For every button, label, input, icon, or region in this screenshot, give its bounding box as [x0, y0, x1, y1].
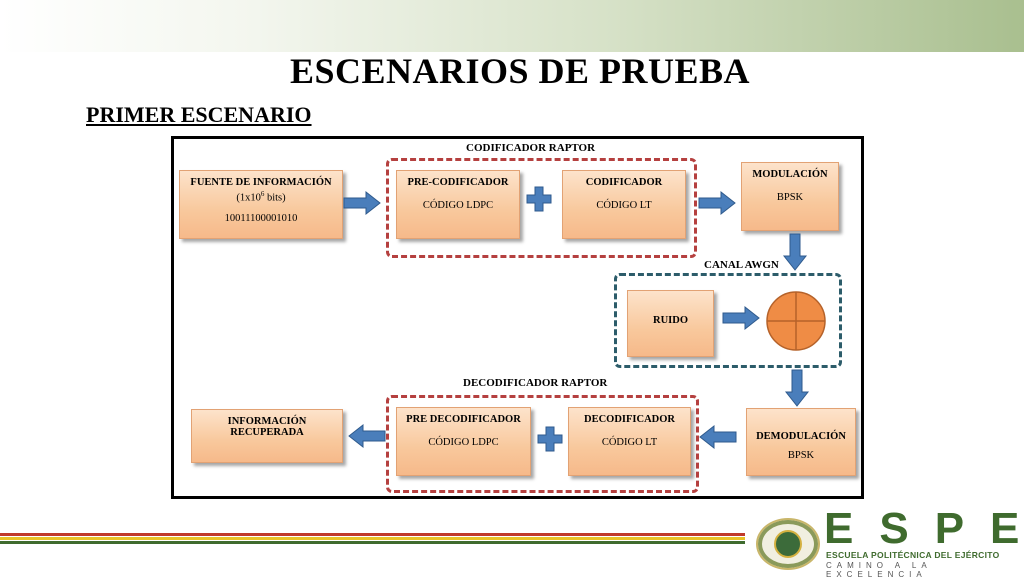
- institution-motto: CAMINO A LA EXCELENCIA: [826, 561, 932, 579]
- arrow-right-icon: [343, 190, 381, 216]
- espe-seal-logo: [756, 518, 820, 570]
- channel-group-label: CANAL AWGN: [704, 259, 779, 271]
- modulation-box: MODULACIÓN BPSK: [741, 162, 839, 231]
- encoder-detail: CÓDIGO LT: [596, 200, 652, 211]
- predecoder-detail: CÓDIGO LDPC: [428, 437, 499, 448]
- source-detail: (1x106 bits): [236, 190, 286, 204]
- modulation-detail: BPSK: [776, 192, 804, 203]
- arrow-down-icon: [784, 369, 810, 407]
- channel-group-border: [614, 273, 842, 368]
- precoder-title: PRE-CODIFICADOR: [407, 177, 509, 188]
- demodulation-detail: BPSK: [787, 450, 815, 461]
- adder-circle-icon: [766, 291, 826, 351]
- arrow-right-icon: [722, 305, 760, 331]
- source-title: FUENTE DE INFORMACIÓN: [190, 177, 332, 188]
- precoder-detail: CÓDIGO LDPC: [422, 200, 494, 211]
- decoder-group-border: [386, 395, 699, 493]
- espe-logo-letters: ESPE: [824, 504, 1024, 553]
- demodulation-box: DEMODULACIÓN BPSK: [746, 408, 856, 476]
- arrow-right-icon: [698, 190, 736, 216]
- header-gradient-band: [0, 0, 1024, 52]
- plus-icon: [537, 426, 563, 452]
- decoder-box: DECODIFICADOR CÓDIGO LT: [568, 407, 691, 476]
- noise-box: RUIDO: [627, 290, 714, 357]
- modulation-title: MODULACIÓN: [752, 169, 828, 180]
- source-box: FUENTE DE INFORMACIÓN (1x106 bits) 10011…: [179, 170, 343, 239]
- arrow-down-icon: [782, 233, 808, 271]
- arrow-left-icon: [699, 424, 737, 450]
- encoder-title: CODIFICADOR: [585, 177, 663, 188]
- predecoder-box: PRE DECODIFICADOR CÓDIGO LDPC: [396, 407, 531, 476]
- footer-stripes: [0, 533, 745, 547]
- slide-subtitle: PRIMER ESCENARIO: [86, 102, 312, 127]
- encoder-box: CODIFICADOR CÓDIGO LT: [562, 170, 686, 239]
- plus-icon: [526, 186, 552, 212]
- decoder-title: DECODIFICADOR: [583, 414, 675, 425]
- noise-title: RUIDO: [652, 315, 688, 326]
- recovered-title-line1: INFORMACIÓN: [227, 416, 307, 427]
- encoder-group-border: [386, 158, 697, 258]
- precoder-box: PRE-CODIFICADOR CÓDIGO LDPC: [396, 170, 520, 239]
- recovered-box: INFORMACIÓN RECUPERADA: [191, 409, 343, 463]
- recovered-title-line2: RECUPERADA: [230, 427, 304, 438]
- decoder-group-label: DECODIFICADOR RAPTOR: [463, 377, 608, 389]
- slide-title: ESCENARIOS DE PRUEBA: [289, 51, 751, 91]
- demodulation-title: DEMODULACIÓN: [756, 431, 846, 442]
- source-bits: 10011100001010: [224, 212, 298, 224]
- institution-name: ESCUELA POLITÉCNICA DEL EJÉRCITO: [826, 550, 1000, 560]
- arrow-left-icon: [348, 423, 386, 449]
- predecoder-title: PRE DECODIFICADOR: [406, 414, 521, 425]
- encoder-group-label: CODIFICADOR RAPTOR: [466, 142, 596, 154]
- decoder-detail: CÓDIGO LT: [601, 437, 658, 448]
